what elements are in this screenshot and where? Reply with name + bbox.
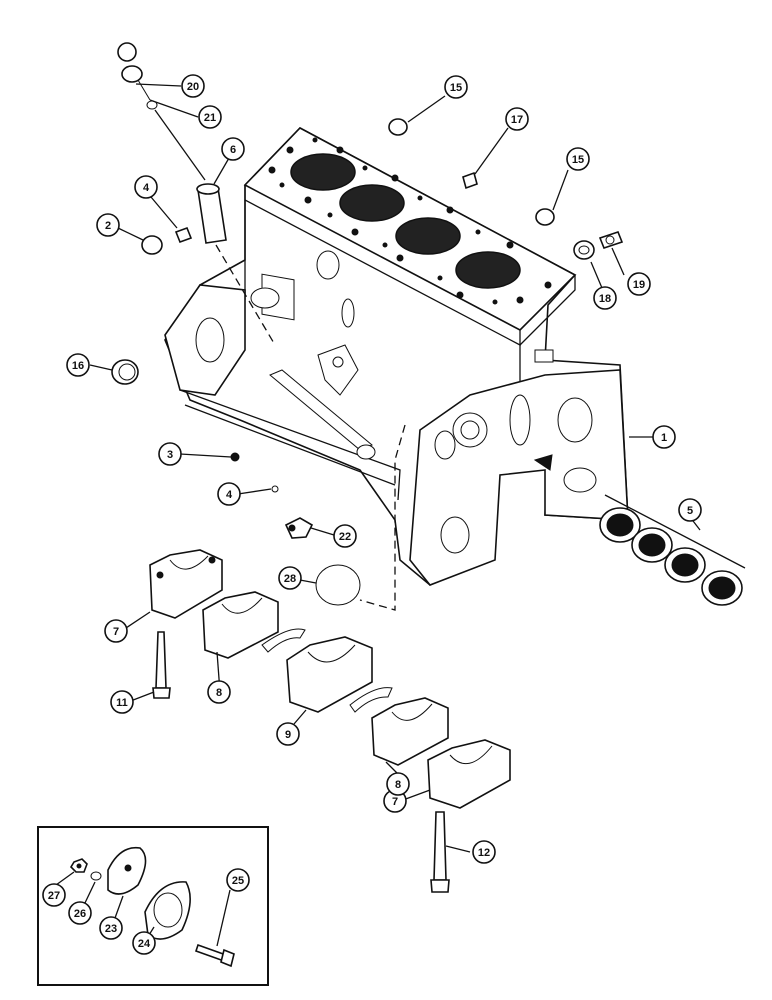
thrust-washer-2 — [349, 687, 393, 713]
callout-number: 7 — [392, 796, 398, 808]
callout-11: 11 — [110, 690, 134, 714]
gasket-24 — [144, 881, 191, 940]
callout-24: 24 — [132, 931, 156, 955]
callout-4-lower: 4 — [217, 482, 241, 506]
main-bearing-bolt-11 — [152, 631, 171, 699]
main-bearing-cap-front — [149, 549, 223, 619]
callout-number: 24 — [138, 938, 151, 950]
callout-number: 8 — [395, 779, 401, 791]
callout-9: 9 — [276, 722, 300, 746]
callout-number: 21 — [204, 112, 216, 124]
dipstick-tube — [196, 183, 276, 346]
callout-8-lower: 8 — [386, 772, 410, 796]
callout-18: 18 — [593, 286, 617, 310]
callout-8-upper: 8 — [207, 680, 231, 704]
callout-number: 22 — [339, 531, 351, 543]
callouts: 1 2 3 4 4 5 6 7 7 8 8 9 11 12 15 15 16 1… — [42, 74, 702, 955]
washer-26 — [90, 871, 102, 881]
callout-23: 23 — [99, 916, 123, 940]
main-bearing-cap-center — [286, 636, 373, 713]
callout-number: 17 — [511, 114, 523, 126]
callout-number: 27 — [48, 890, 60, 902]
callout-7-upper: 7 — [104, 619, 128, 643]
pipe-plug-17 — [462, 171, 478, 190]
callout-number: 15 — [572, 154, 584, 166]
callout-number: 25 — [232, 875, 244, 887]
callout-16: 16 — [66, 353, 90, 377]
callout-number: 4 — [143, 182, 150, 194]
callout-15-left: 15 — [444, 75, 468, 99]
callout-1: 1 — [652, 425, 676, 449]
inset-cover-kit — [37, 826, 269, 986]
expansion-plug-15-left — [388, 118, 408, 136]
callout-20: 20 — [181, 74, 205, 98]
expansion-plug-2 — [141, 235, 163, 255]
bolt-25 — [194, 943, 235, 968]
callout-2: 2 — [96, 213, 120, 237]
callout-number: 15 — [450, 82, 462, 94]
oil-pressure-fitting-18 — [573, 240, 595, 260]
plug-4-lower — [271, 485, 279, 493]
callout-number: 8 — [216, 687, 222, 699]
callout-number: 12 — [478, 847, 490, 859]
callout-19: 19 — [627, 272, 651, 296]
callout-number: 9 — [285, 729, 291, 741]
main-bearing-bolt-12 — [430, 811, 450, 893]
expansion-plug-15-right — [535, 208, 555, 226]
callout-number: 26 — [74, 908, 86, 920]
pipe-plug-4 — [174, 226, 193, 244]
rear-seal-16 — [111, 359, 139, 385]
dipstick — [117, 42, 206, 181]
callout-17: 17 — [505, 107, 529, 131]
callout-number: 18 — [599, 293, 611, 305]
callout-number: 20 — [187, 81, 199, 93]
callout-number: 7 — [113, 626, 119, 638]
callout-number: 4 — [226, 489, 233, 501]
callout-26: 26 — [68, 901, 92, 925]
callout-3: 3 — [158, 442, 182, 466]
callout-number: 6 — [230, 144, 236, 156]
plug-3 — [230, 452, 240, 462]
callout-25: 25 — [226, 868, 250, 892]
callout-number: 23 — [105, 923, 117, 935]
callout-15-right: 15 — [566, 147, 590, 171]
callout-12: 12 — [472, 840, 496, 864]
callout-number: 16 — [72, 360, 84, 372]
callout-5: 5 — [678, 498, 702, 522]
nozzle-22 — [284, 517, 314, 539]
callout-number: 5 — [687, 505, 693, 517]
callout-21: 21 — [198, 105, 222, 129]
callout-number: 3 — [167, 449, 173, 461]
callout-number: 19 — [633, 279, 645, 291]
callout-number: 1 — [661, 432, 667, 444]
nut-27 — [69, 858, 88, 873]
callout-6: 6 — [221, 137, 245, 161]
callout-number: 28 — [284, 573, 296, 585]
fitting-19 — [598, 231, 624, 249]
main-bearing-cap-8-upper — [202, 591, 279, 659]
callout-28: 28 — [278, 566, 302, 590]
callout-number: 2 — [105, 220, 111, 232]
main-bearing-cap-8-lower — [371, 697, 449, 766]
camshaft-bearings — [599, 494, 746, 606]
callout-22: 22 — [333, 524, 357, 548]
thrust-washer-1 — [261, 628, 306, 653]
disc-28 — [315, 564, 361, 606]
callout-number: 11 — [116, 697, 128, 709]
callout-27: 27 — [42, 883, 66, 907]
main-bearing-cap-rear — [427, 739, 511, 809]
cylinder-block — [164, 127, 629, 611]
callout-4-upper: 4 — [134, 175, 158, 199]
